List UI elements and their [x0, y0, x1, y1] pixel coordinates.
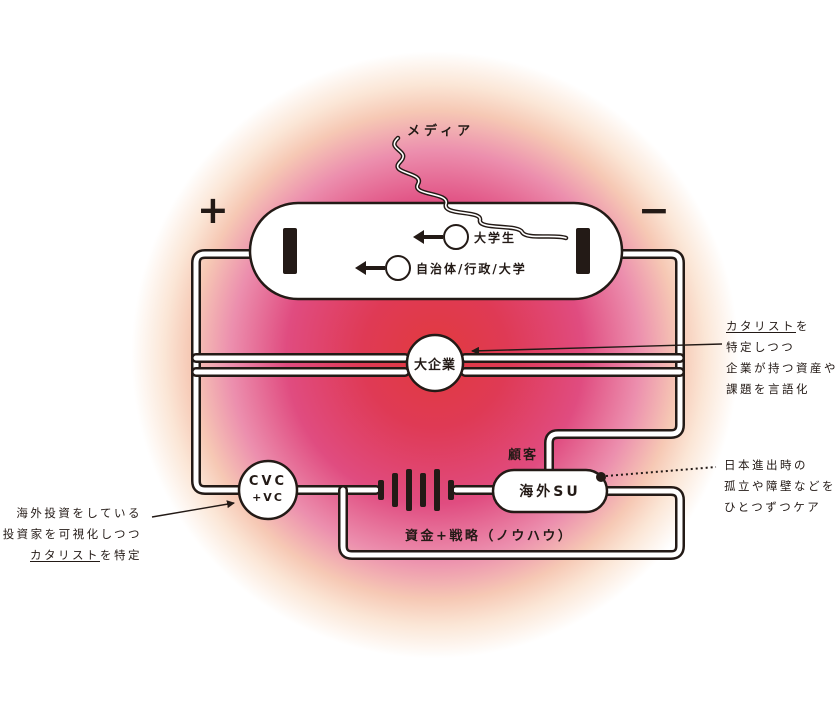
- customers-label: 顧客: [508, 448, 539, 463]
- note-catalyst-right: カタリストを 特定しつつ 企業が持つ資産や 課題を言語化: [726, 316, 838, 400]
- university-students-label: 大学生: [474, 231, 517, 245]
- note-left-vc-line3-rest: を特定: [100, 548, 142, 562]
- tube-capsule: [248, 201, 624, 301]
- minus-sign: −: [638, 188, 670, 232]
- municipality-label: 自治体/行政/大学: [416, 262, 527, 276]
- pointer-catalyst-right: [471, 343, 723, 355]
- note-left-vc-line1: 海外投資をしている: [16, 506, 142, 520]
- note-left-vc-line3: カタリストを特定: [3, 545, 142, 566]
- note-japan-entry-line3: ひとつずつケア: [724, 500, 822, 514]
- note-catalyst-right-line1: カタリストを: [726, 316, 838, 337]
- note-catalyst-right-line3: 企業が持つ資産や: [726, 361, 838, 375]
- note-left-vc: 海外投資をしている 投資家を可視化しつつ カタリストを特定: [3, 503, 142, 566]
- note-catalyst-right-line1-rest: を: [796, 319, 810, 333]
- large-corp-node: [405, 333, 465, 393]
- catalyst-term: カタリスト: [726, 319, 796, 333]
- japan-entry-dot: [596, 472, 606, 482]
- electron-municipality: [355, 255, 411, 281]
- cvc-label-line1: CVC: [248, 474, 288, 489]
- media-label: メディア: [407, 124, 475, 139]
- large-corp-label: 大企業: [413, 357, 456, 373]
- circuit-wires: [191, 249, 685, 560]
- note-japan-entry-line1: 日本進出時の: [724, 458, 808, 472]
- electron-university-students: [413, 224, 469, 250]
- pointer-japan-entry: [605, 466, 717, 477]
- electrode-right: [576, 228, 590, 274]
- note-japan-entry: 日本進出時の 孤立や障壁などを ひとつずつケア: [724, 455, 836, 518]
- note-catalyst-right-line2: 特定しつつ: [726, 340, 796, 354]
- note-catalyst-right-line4: 課題を言語化: [726, 382, 810, 396]
- plus-sign: +: [197, 188, 229, 232]
- catalyst-term-left: カタリスト: [30, 548, 100, 562]
- cvc-label: CVC +VC: [239, 472, 297, 508]
- pointer-left-vc: [151, 500, 235, 518]
- electrode-left: [283, 228, 297, 274]
- overseas-su-node: [491, 468, 609, 514]
- funding-label: 資金+戦略（ノウハウ）: [405, 529, 574, 544]
- battery-symbol: [378, 469, 454, 511]
- note-japan-entry-line2: 孤立や障壁などを: [724, 479, 836, 493]
- cvc-node: [237, 459, 299, 521]
- cvc-label-line2: +VC: [252, 491, 284, 504]
- overseas-su-label: 海外SU: [519, 484, 581, 500]
- note-left-vc-line2: 投資家を可視化しつつ: [2, 527, 142, 541]
